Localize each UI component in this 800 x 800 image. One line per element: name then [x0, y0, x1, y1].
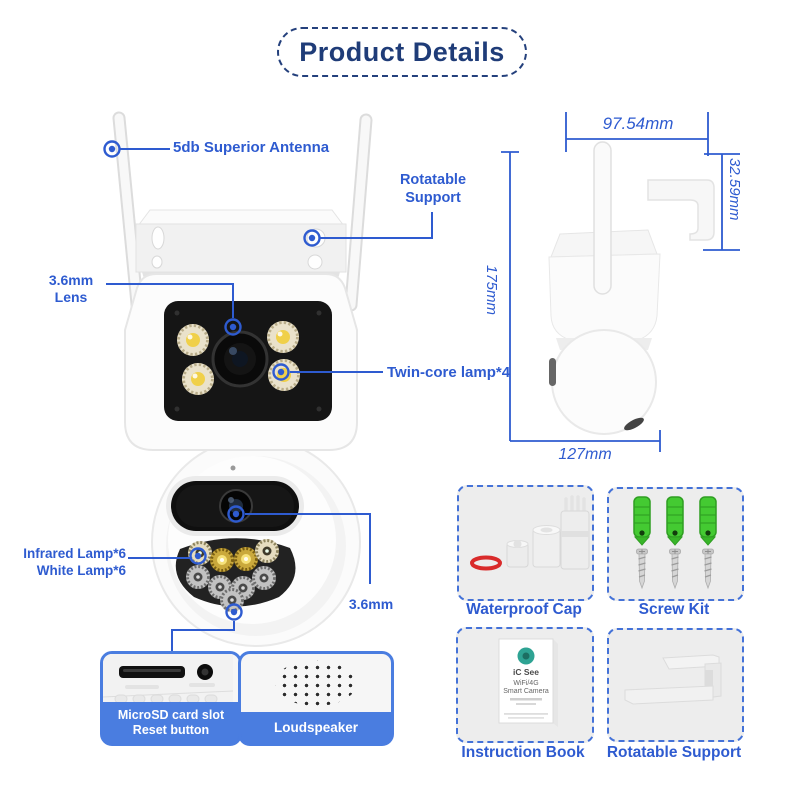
twin-core-lamp: [175, 322, 211, 358]
vent-grille: [114, 694, 218, 702]
side-antenna: [593, 141, 612, 295]
microsd-reset-label: MicroSD card slot Reset button: [103, 702, 239, 743]
wall-anchor-and-screw: [699, 496, 717, 590]
camera-head: [124, 273, 358, 451]
accessory-card-waterproof-cap: [457, 485, 594, 601]
accessory-label-rotatable-support: Rotatable Support: [606, 744, 742, 761]
accessory-label-waterproof-cap: Waterproof Cap: [466, 601, 582, 618]
callout-lens-top: 3.6mm Lens: [48, 272, 94, 305]
callout-twin-core-lamp: Twin-core lamp*4: [387, 364, 511, 381]
waterproof-cap-image: [470, 495, 590, 571]
callout-lens-bottom: 3.6mm: [348, 596, 394, 612]
instruction-book-image: iC See WiFi/4G Smart Camera: [498, 638, 558, 727]
microsd-label-line2: Reset button: [132, 722, 210, 737]
screw-kit-image: [633, 496, 717, 590]
accessory-card-instruction-book: iC See WiFi/4G Smart Camera: [456, 627, 594, 743]
booklet-line2: Smart Camera: [503, 688, 549, 695]
loudspeaker-label: Loudspeaker: [241, 712, 391, 743]
callout-rotatable-support: Rotatable Support: [399, 172, 467, 206]
booklet-line1: WiFi/4G: [513, 680, 538, 687]
loudspeaker-card: Loudspeaker: [238, 651, 394, 746]
microsd-slot-photo: [103, 654, 239, 702]
callout-infrared-white-lamp: Infrared Lamp*6 White Lamp*6: [22, 545, 126, 579]
twin-core-lamp: [180, 361, 216, 397]
page-title: Product Details: [277, 27, 527, 77]
booklet-brand: iC See: [513, 667, 539, 677]
front-camera: [112, 111, 373, 647]
ir-lamp: [184, 563, 212, 591]
loudspeaker-label-text: Loudspeaker: [273, 720, 359, 735]
lower-ball: [151, 437, 361, 647]
twin-core-lamp: [266, 357, 302, 393]
wall-anchor-and-screw: [633, 496, 651, 590]
white-lamp: [232, 545, 260, 573]
ir-lamp: [250, 564, 278, 592]
side-hook-bracket: [647, 179, 715, 241]
accessory-label-screw-kit: Screw Kit: [638, 601, 710, 618]
ir-lamp: [253, 537, 281, 565]
callout-white-lamp: White Lamp*6: [36, 563, 126, 578]
microsd-reset-card: MicroSD card slot Reset button: [100, 651, 242, 746]
leader-lines: [106, 148, 433, 651]
callout-antenna: 5db Superior Antenna: [173, 139, 330, 156]
wall-anchor-and-screw: [666, 496, 684, 590]
loudspeaker-photo: [241, 654, 391, 712]
rotatable-support-image: [624, 654, 722, 705]
white-lamp: [208, 546, 236, 574]
dimension-bracket-height: 32.59mm: [726, 158, 743, 221]
microsd-label-line1: MicroSD card slot: [117, 707, 225, 722]
rubber-seal-ring: [470, 555, 502, 571]
speaker-holes: [275, 660, 357, 706]
antenna-right: [344, 113, 373, 312]
accessory-label-instruction-book: Instruction Book: [461, 744, 585, 761]
accessory-card-screw-kit: [607, 487, 744, 601]
callout-infrared-lamp: Infrared Lamp*6: [23, 546, 126, 561]
main-lens: [211, 330, 269, 388]
dimension-body-width: 127mm: [558, 446, 612, 463]
accessory-card-rotatable-support: [607, 628, 744, 742]
twin-core-lamp: [265, 319, 301, 355]
side-camera: [548, 141, 715, 435]
dimension-width-top: 97.54mm: [602, 114, 674, 133]
dimension-body-height: 175mm: [483, 265, 500, 316]
mic-hole: [230, 465, 236, 471]
dimension-lines: [501, 112, 740, 452]
